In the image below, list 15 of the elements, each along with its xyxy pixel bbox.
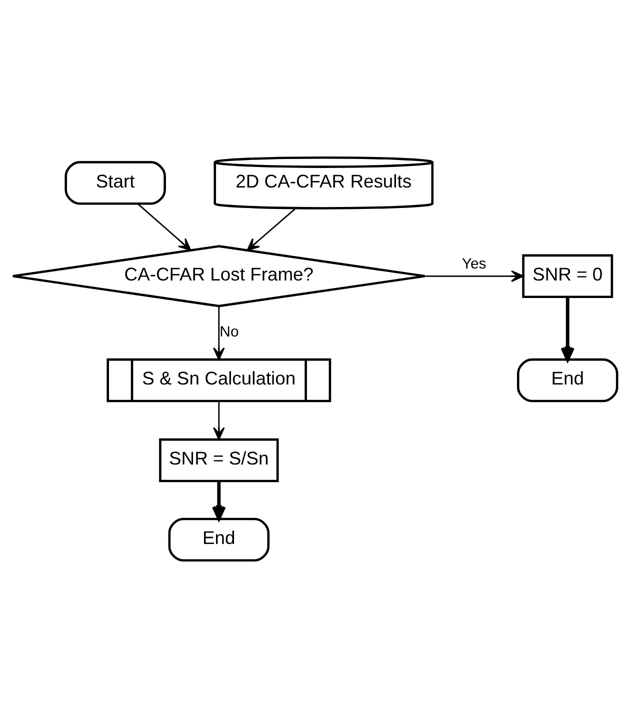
arrow [212, 480, 226, 520]
node-box: End [168, 517, 270, 562]
node-box: SNR = 0 [522, 254, 614, 298]
node-box: Start [64, 160, 166, 204]
arrow [246, 207, 296, 250]
node-box: End [516, 358, 618, 402]
arrow [213, 306, 225, 360]
arrow [560, 296, 575, 361]
edge-label: Yes [462, 255, 486, 272]
node-box: SNR = S/Sn [159, 438, 279, 482]
arrow [137, 202, 192, 250]
edge-label: No [220, 322, 239, 340]
arrow [425, 270, 524, 282]
node-diamond: CA-CFAR Lost Frame? [12, 244, 426, 307]
arrow [213, 400, 225, 440]
